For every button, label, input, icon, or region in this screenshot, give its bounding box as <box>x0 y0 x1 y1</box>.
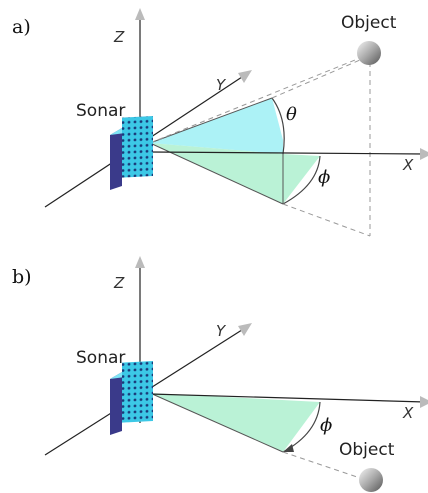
x-axis <box>149 151 426 155</box>
panel-a-theta-label: θ <box>286 104 297 125</box>
object-sphere <box>357 41 381 65</box>
z-arrowhead <box>135 8 145 20</box>
panel-b-x-label: X <box>403 404 414 422</box>
panel-b: b) Z Y X Sonar Object ϕ <box>0 248 428 493</box>
theta-arc <box>271 97 285 155</box>
panel-a-x-label: X <box>403 156 414 174</box>
x-axis <box>149 393 426 403</box>
panel-b-diagram <box>44 256 428 492</box>
panel-a-diagram <box>44 8 428 237</box>
ray-elevation <box>149 97 273 144</box>
dashed-ground <box>282 203 371 237</box>
x-arrowhead <box>420 396 428 408</box>
sonar-side <box>110 372 122 435</box>
phi-arc <box>282 155 321 205</box>
phi-wedge <box>150 143 320 204</box>
panel-a-phi-label: ϕ <box>318 167 331 188</box>
y-arrowhead <box>238 70 252 83</box>
sonar-front <box>122 360 153 423</box>
sonar-front <box>122 115 153 178</box>
panel-b-y-label: Y <box>216 322 226 340</box>
panel-b-z-label: Z <box>114 274 125 292</box>
x-arrowhead <box>420 148 428 160</box>
panel-a-object-label: Object <box>341 13 397 33</box>
ray-lower <box>149 392 284 453</box>
panel-a-z-label: Z <box>114 28 125 46</box>
z-arrowhead <box>135 256 145 268</box>
panel-b-object-label: Object <box>339 440 395 460</box>
panel-a: a) Z Y X Sonar Object θ ϕ <box>0 0 428 245</box>
panel-b-phi-label: ϕ <box>320 415 333 436</box>
theta-wedge <box>150 98 283 154</box>
dashed-top <box>271 59 361 99</box>
phi-arc-arrowhead <box>283 444 294 452</box>
sonar-side <box>110 128 122 190</box>
ray-lower <box>149 142 284 205</box>
object-sphere <box>359 468 383 492</box>
phi-wedge <box>150 393 320 452</box>
y-arrowhead <box>238 323 252 336</box>
panel-b-sonar-label: Sonar <box>76 348 126 368</box>
dashed-to-object <box>149 57 361 144</box>
panel-a-y-label: Y <box>216 76 226 94</box>
panel-a-sonar-label: Sonar <box>76 101 126 121</box>
panel-b-tag: b) <box>12 266 32 288</box>
panel-a-tag: a) <box>12 16 31 38</box>
dashed-to-object <box>282 451 361 479</box>
